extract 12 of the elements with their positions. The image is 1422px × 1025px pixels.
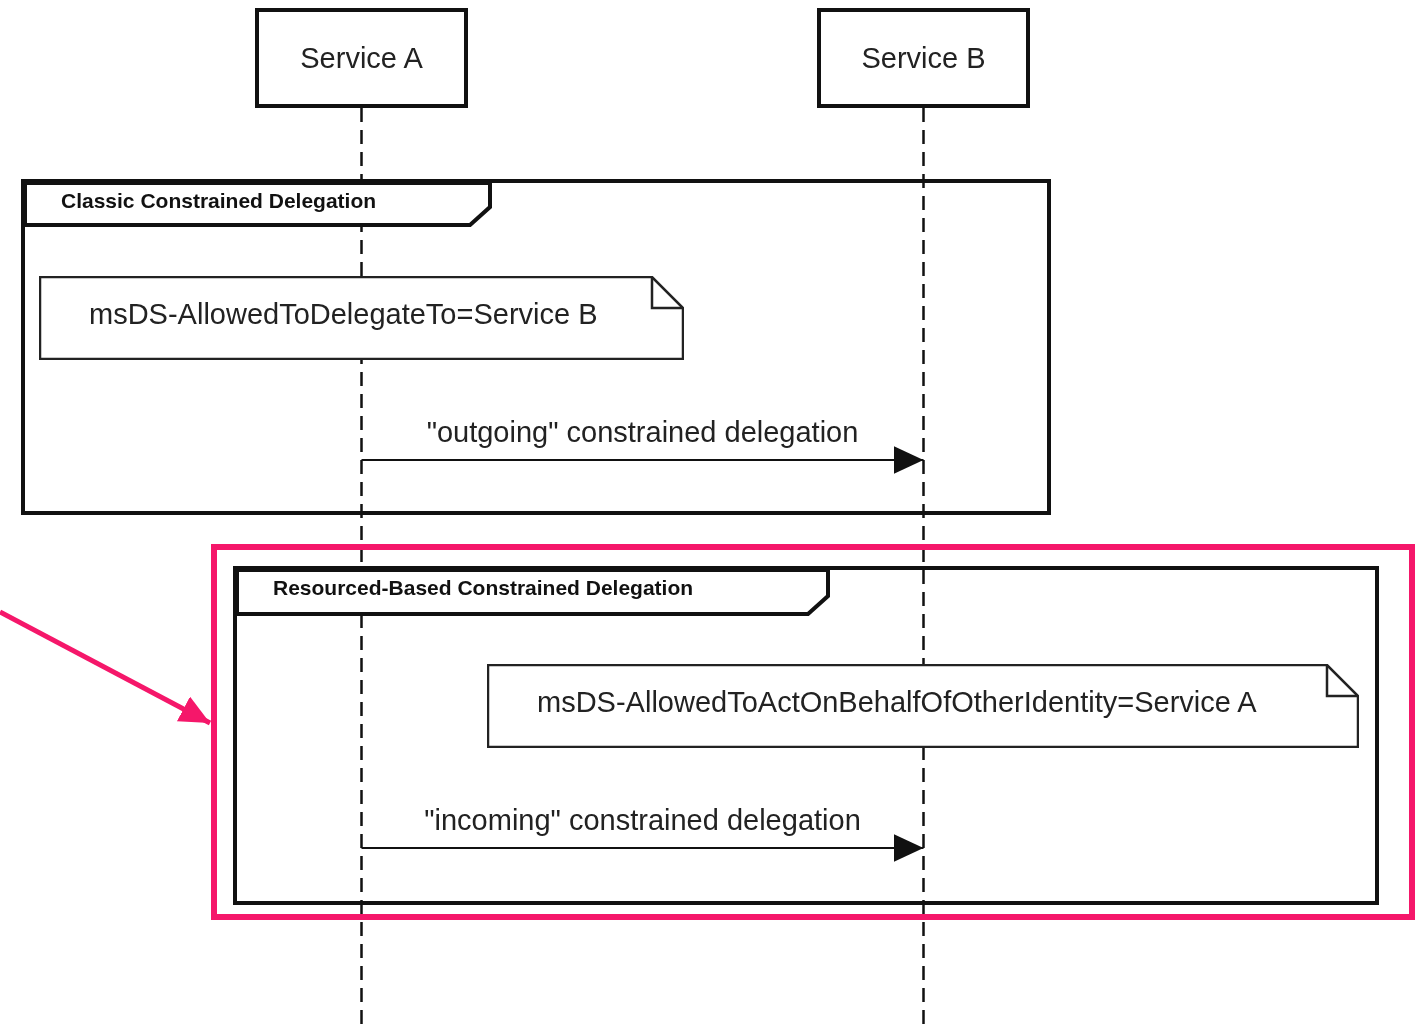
participant-box: Service A — [255, 8, 468, 108]
frame-title: Resourced-Based Constrained Delegation — [273, 576, 694, 600]
note-text: msDS-AllowedToActOnBehalfOfOtherIdentity=Service A — [537, 686, 1257, 719]
arrow — [361, 446, 924, 474]
arrow — [0, 609, 212, 726]
frame-box — [21, 179, 1051, 515]
edge-label: "incoming" constrained delegation — [424, 804, 861, 837]
participant-box: Service B — [817, 8, 1030, 108]
note-text: msDS-AllowedToDelegateTo=Service B — [89, 298, 598, 331]
arrow — [361, 834, 924, 862]
frame-title: Classic Constrained Delegation — [61, 189, 377, 213]
edge-label: "outgoing" constrained delegation — [426, 416, 859, 449]
